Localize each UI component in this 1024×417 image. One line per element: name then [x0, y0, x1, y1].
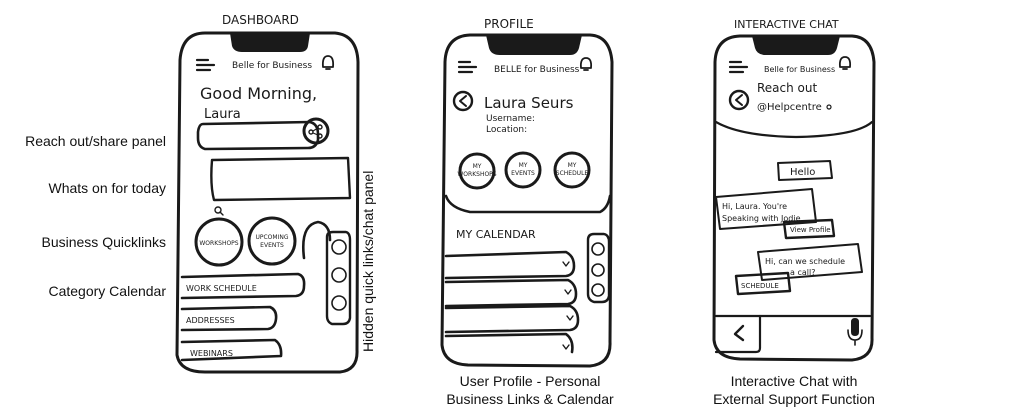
side-panel-button-1[interactable] — [331, 239, 347, 255]
profile-link-workshops[interactable]: MY WORKSHOPS — [457, 152, 497, 190]
svg-text:View Profile: View Profile — [790, 226, 831, 234]
hamburger-menu-icon[interactable] — [728, 60, 749, 74]
calendar-row[interactable] — [444, 304, 580, 334]
whats-on-panel[interactable] — [210, 156, 352, 202]
profile-header-divider — [444, 194, 612, 214]
chat-phone: INTERACTIVE CHAT Belle for Business Reac… — [712, 18, 876, 362]
svg-text:MY: MY — [473, 163, 482, 170]
svg-text:WORKSHOPS: WORKSHOPS — [199, 240, 238, 247]
chat-reach-out-title: Reach out — [757, 81, 818, 95]
svg-text:UPCOMING: UPCOMING — [255, 234, 288, 241]
svg-text:ADDRESSES: ADDRESSES — [186, 316, 235, 325]
chat-handle: @Helpcentre — [757, 102, 822, 113]
annotation-category-calendar: Category Calendar — [48, 283, 166, 299]
profile-phone: PROFILE BELLE for Business Laura Seurs U… — [440, 17, 614, 368]
profile-location: Location: — [486, 125, 527, 135]
calendar-row[interactable] — [444, 278, 578, 308]
chat-header-divider — [714, 120, 874, 139]
svg-text:a call?: a call? — [790, 268, 815, 277]
svg-text:WORK SCHEDULE: WORK SCHEDULE — [186, 284, 257, 293]
hidden-side-panel[interactable] — [325, 230, 352, 326]
bell-icon[interactable] — [321, 55, 335, 70]
chat-bubble-reply: Hi, Laura. You're Speaking with Jodie — [715, 188, 817, 230]
svg-text:Speaking with Jodie: Speaking with Jodie — [722, 214, 801, 223]
profile-notch — [486, 35, 582, 55]
calendar-row[interactable] — [444, 250, 576, 280]
dashboard-screen-title: DASHBOARD — [222, 13, 299, 27]
dashboard-notch — [230, 33, 310, 52]
bell-icon[interactable] — [579, 57, 593, 71]
svg-text:Hi, can we schedule: Hi, can we schedule — [765, 257, 845, 266]
view-profile-button[interactable]: View Profile — [782, 218, 836, 240]
profile-link-events[interactable]: MY EVENTS — [504, 151, 542, 189]
side-panel-button-1[interactable] — [591, 242, 605, 256]
caption-profile-line2: Business Links & Calendar — [446, 391, 614, 407]
calendar-row[interactable] — [444, 332, 574, 354]
svg-text:MY: MY — [519, 162, 528, 169]
svg-text:MY: MY — [568, 162, 577, 169]
caption-profile-line1: User Profile - Personal — [459, 373, 601, 389]
svg-text:EVENTS: EVENTS — [511, 170, 535, 177]
profile-hidden-side-panel[interactable] — [586, 232, 611, 304]
share-icon[interactable] — [302, 117, 330, 145]
profile-name: Laura Seurs — [484, 94, 574, 112]
profile-frame — [440, 33, 614, 368]
caption-chat: Interactive Chat with External Support F… — [684, 372, 904, 408]
side-panel-button-2[interactable] — [331, 267, 347, 283]
annotation-quicklinks: Business Quicklinks — [41, 234, 167, 250]
side-panel-button-3[interactable] — [591, 283, 605, 297]
reach-out-panel[interactable] — [196, 120, 320, 151]
list-row-work-schedule[interactable]: WORK SCHEDULE — [180, 272, 306, 300]
chat-bubble-hello: Hello — [777, 160, 833, 181]
profile-username: Username: — [486, 114, 535, 124]
chat-screen-title: INTERACTIVE CHAT — [734, 18, 839, 31]
calendar-title: MY CALENDAR — [456, 228, 536, 241]
list-row-webinars[interactable]: WEBINARS — [180, 338, 283, 362]
hamburger-menu-icon[interactable] — [457, 60, 478, 74]
profile-screen-title: PROFILE — [484, 17, 534, 31]
profile-brand: BELLE for Business — [494, 65, 580, 75]
svg-text:Hi, Laura. You're: Hi, Laura. You're — [722, 202, 787, 211]
side-panel-button-2[interactable] — [591, 263, 605, 277]
quicklink-upcoming-events[interactable]: UPCOMING EVENTS — [247, 216, 297, 266]
dashboard-brand: Belle for Business — [232, 61, 312, 71]
profile-link-schedule[interactable]: MY SCHEDULE — [553, 151, 591, 189]
dashboard-frame — [175, 31, 360, 374]
dashboard-phone: DASHBOARD Belle for Business Good Mornin… — [175, 13, 360, 374]
annotation-reach-out: Reach out/share panel — [25, 133, 166, 149]
back-arrow-icon[interactable] — [728, 89, 750, 111]
chat-bubble-question: Hi, can we schedule a call? — [757, 243, 863, 281]
svg-text:SCHEDULE: SCHEDULE — [556, 170, 589, 177]
caption-chat-line2: External Support Function — [713, 391, 875, 407]
chat-send-area — [714, 314, 762, 354]
chat-frame — [712, 34, 876, 362]
microphone-icon[interactable] — [847, 318, 863, 346]
greeting-line2: Laura — [204, 107, 241, 122]
chevron-left-icon[interactable] — [733, 324, 745, 342]
quicklink-workshops[interactable]: WORKSHOPS — [194, 217, 244, 267]
svg-text:WEBINARS: WEBINARS — [190, 349, 233, 358]
chat-notch — [752, 36, 840, 55]
svg-text:Hello: Hello — [790, 167, 815, 178]
online-status-icon — [826, 104, 832, 110]
chat-brand: Belle for Business — [764, 65, 835, 74]
annotation-whats-on: Whats on for today — [48, 180, 166, 196]
schedule-button[interactable]: SCHEDULE — [734, 271, 792, 296]
caption-chat-line1: Interactive Chat with — [730, 373, 858, 389]
caption-profile: User Profile - Personal Business Links &… — [420, 372, 640, 408]
side-panel-button-3[interactable] — [331, 295, 347, 311]
search-icon[interactable] — [214, 206, 224, 216]
bell-icon[interactable] — [838, 56, 852, 70]
list-row-addresses[interactable]: ADDRESSES — [180, 305, 278, 332]
svg-text:SCHEDULE: SCHEDULE — [741, 282, 779, 290]
svg-text:EVENTS: EVENTS — [260, 242, 284, 249]
back-arrow-icon[interactable] — [452, 90, 474, 112]
svg-text:WORKSHOPS: WORKSHOPS — [457, 171, 496, 178]
hamburger-menu-icon[interactable] — [195, 58, 216, 72]
greeting-line1: Good Morning, — [200, 84, 317, 103]
